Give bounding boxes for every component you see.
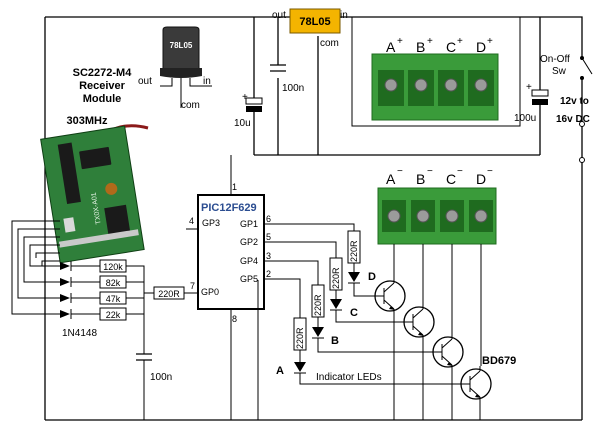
terminal-bottom-a: A xyxy=(386,171,396,187)
terminal-top-b: B xyxy=(416,39,425,55)
terminal-bottom-c: C xyxy=(446,171,456,187)
small-regulator-com: com xyxy=(181,100,200,111)
mcu-pin-4: 4 xyxy=(189,216,194,226)
small-regulator-part: 78L05 xyxy=(170,41,193,50)
small-regulator-out: out xyxy=(138,76,152,87)
module-title-3: Module xyxy=(83,93,122,105)
diode-label: 1N4148 xyxy=(62,328,97,339)
regulator: 78L05 out in com xyxy=(272,8,348,49)
terminal-bottom-b-sign: − xyxy=(427,166,433,177)
mcu-gp0: GP0 xyxy=(201,287,219,297)
transistors: BD679 xyxy=(368,280,516,420)
regulator-part: 78L05 xyxy=(299,16,330,28)
supply-2: 16v DC xyxy=(556,114,590,125)
cap-100u-plus: + xyxy=(526,82,532,93)
regulator-com: com xyxy=(320,38,339,49)
diode-ladder: 120k 82k 47k 22k 220R 1N4148 100n xyxy=(60,259,198,420)
led-c-label: C xyxy=(350,307,358,319)
small-regulator-in: in xyxy=(203,76,211,87)
mcu-pin-1: 1 xyxy=(232,182,237,192)
mcu-gp3: GP3 xyxy=(202,218,220,228)
switch-label-2: Sw xyxy=(552,66,567,77)
cap-100u: 100u xyxy=(514,113,536,124)
regulator-caps: 100n + 10u + 100u xyxy=(234,64,549,129)
mcu-name: PIC12F629 xyxy=(201,202,257,214)
mcu-pin-2: 2 xyxy=(266,269,271,279)
terminal-top-a: A xyxy=(386,39,396,55)
mcu-pin-5: 5 xyxy=(266,232,271,242)
terminal-bottom-b: B xyxy=(416,171,425,187)
module-board-text: TX0X-A01 xyxy=(91,192,103,225)
transistor-c xyxy=(398,306,435,420)
led-b-resistor: 220R xyxy=(313,294,323,316)
resistor-82k: 82k xyxy=(106,278,121,288)
terminal-top-c: C xyxy=(446,39,456,55)
cap-100n-low: 100n xyxy=(150,372,172,383)
terminal-bottom-c-sign: − xyxy=(457,166,463,177)
led-d-resistor: 220R xyxy=(349,240,359,262)
cap-10u: 10u xyxy=(234,118,251,129)
module-title-2: Receiver xyxy=(79,80,126,92)
switch-label-1: On-Off xyxy=(540,54,570,65)
led-d-label: D xyxy=(368,271,376,283)
module-frequency: 303MHz xyxy=(67,115,108,127)
transistor-a xyxy=(454,366,492,420)
mcu-pin-7: 7 xyxy=(190,281,195,291)
supply-1: 12v to xyxy=(560,96,589,107)
resistor-22k: 22k xyxy=(106,310,121,320)
terminal-block-bottom: A B C D − − − − xyxy=(377,166,497,366)
mcu-pin-3: 3 xyxy=(266,251,271,261)
mcu-gp2: GP2 xyxy=(240,237,258,247)
regulator-out: out xyxy=(272,10,286,21)
cap-100n-top: 100n xyxy=(282,83,304,94)
module-wiring xyxy=(11,220,60,315)
mcu-pin-6: 6 xyxy=(266,214,271,224)
led-b-label: B xyxy=(331,335,339,347)
led-a-resistor: 220R xyxy=(295,327,305,349)
transistor-label: BD679 xyxy=(482,355,516,367)
terminal-top-a-sign: + xyxy=(397,36,403,47)
terminal-bottom-d: D xyxy=(476,171,486,187)
resistor-47k: 47k xyxy=(106,294,121,304)
power-rails xyxy=(44,16,583,421)
terminal-block-top: A B C D + + + + xyxy=(371,36,499,121)
small-regulator: 78L05 out in com xyxy=(138,26,212,111)
terminal-top-b-sign: + xyxy=(427,36,433,47)
regulator-in: in xyxy=(340,10,348,21)
terminal-top-c-sign: + xyxy=(457,36,463,47)
resistor-220r-gp0: 220R xyxy=(158,289,180,299)
cap-10u-plus: + xyxy=(242,92,248,103)
mcu-pin-8: 8 xyxy=(232,314,237,324)
terminal-bottom-d-sign: − xyxy=(487,166,493,177)
terminal-top-d-sign: + xyxy=(487,36,493,47)
power-switch: On-Off Sw 12v to 16v DC xyxy=(540,54,593,163)
led-c-resistor: 220R xyxy=(331,267,341,289)
led-a-label: A xyxy=(276,365,284,377)
module-title-1: SC2272-M4 xyxy=(73,67,133,79)
terminal-bottom-a-sign: − xyxy=(397,166,403,177)
microcontroller: PIC12F629 GP3 GP1 GP2 GP4 GP5 GP0 1 4 6 … xyxy=(186,155,271,420)
resistor-120k: 120k xyxy=(103,262,123,272)
transistor-d xyxy=(368,280,406,420)
mcu-gp5: GP5 xyxy=(240,274,258,284)
receiver-module: TX0X-A01 xyxy=(40,124,149,264)
indicator-leds-caption: Indicator LEDs xyxy=(316,372,382,383)
led-drivers: 220R D 220R C 220R B 220R A Indicator LE… xyxy=(257,223,454,420)
transistor-b xyxy=(426,336,464,420)
terminal-top-d: D xyxy=(476,39,486,55)
mcu-gp1: GP1 xyxy=(240,219,258,229)
mcu-gp4: GP4 xyxy=(240,256,258,266)
